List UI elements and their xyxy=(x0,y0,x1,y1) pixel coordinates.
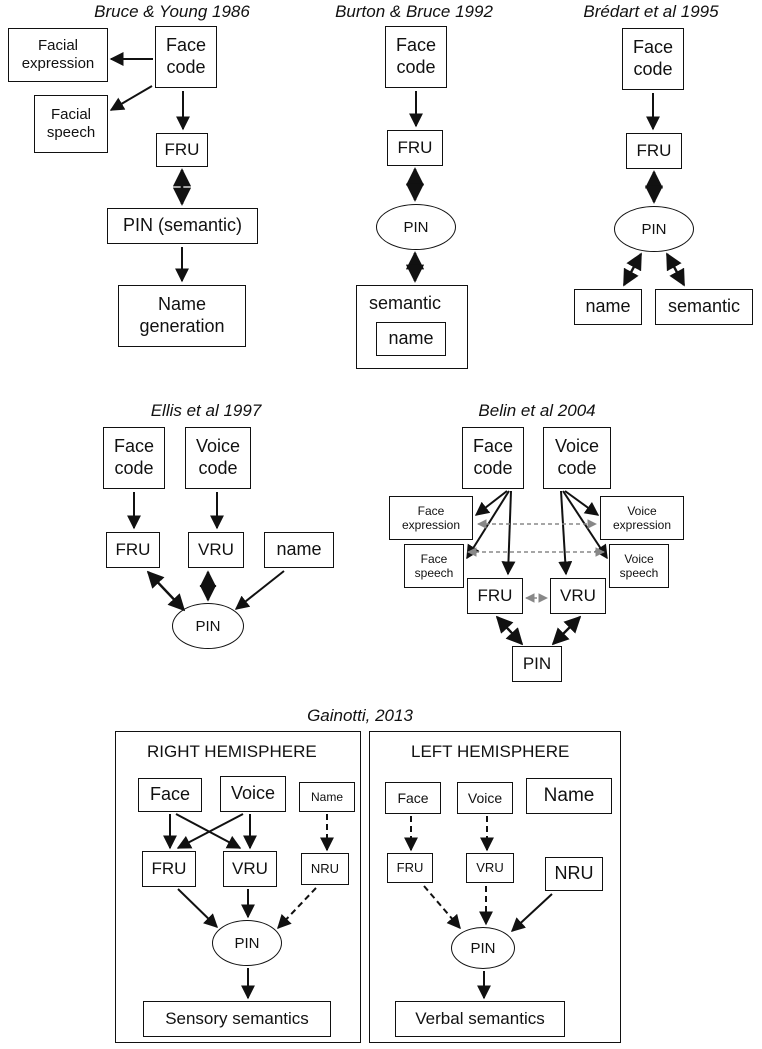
arrow-face-code-to-face-expression xyxy=(474,490,508,516)
arrow-fru-pin-1997 xyxy=(146,570,186,612)
left-vru-box: VRU xyxy=(466,853,514,883)
left-hemisphere-panel xyxy=(369,731,621,1043)
ellis-face-code-box: Face code xyxy=(103,427,165,489)
belin-face-expression-box: Face expression xyxy=(389,496,473,540)
belin-face-speech-box: Face speech xyxy=(404,544,464,588)
ellis-voice-code-box: Voice code xyxy=(185,427,251,489)
arrow-left-fru-to-pin xyxy=(423,885,461,930)
burton-bruce-fru-box: FRU xyxy=(387,130,443,166)
left-hemisphere-heading: LEFT HEMISPHERE xyxy=(411,742,570,761)
arrow-right-voice-to-fru xyxy=(176,813,244,849)
right-face-box: Face xyxy=(138,778,202,812)
right-hemisphere-panel xyxy=(115,731,361,1043)
right-hemisphere-heading: RIGHT HEMISPHERE xyxy=(147,742,317,761)
ellis-vru-box: VRU xyxy=(188,532,244,568)
bredart-semantic-box: semantic xyxy=(655,289,753,325)
right-voice-box: Voice xyxy=(220,776,286,812)
belin-voice-expression-box: Voice expression xyxy=(600,496,684,540)
gainotti-title: Gainotti, 2013 xyxy=(307,706,413,725)
right-pin-ellipse: PIN xyxy=(212,920,282,966)
arrow-name-to-pin-1997 xyxy=(234,570,285,610)
bruce-young-fru-box: FRU xyxy=(156,133,208,167)
arrow-fru-pin-2004 xyxy=(495,615,524,646)
left-fru-box: FRU xyxy=(387,853,433,883)
arrow-right-face-to-vru xyxy=(175,813,242,849)
bredart-title: Brédart et al 1995 xyxy=(583,2,719,21)
ellis-name-box: name xyxy=(264,532,334,568)
bredart-face-code-box: Face code xyxy=(622,28,684,90)
burton-bruce-name-box: name xyxy=(376,322,446,356)
burton-bruce-semantic-label: semantic xyxy=(369,293,442,313)
belin-vru-box: VRU xyxy=(550,578,606,614)
belin-voice-speech-box: Voice speech xyxy=(609,544,669,588)
burton-bruce-pin-ellipse: PIN xyxy=(376,204,456,250)
burton-bruce-face-code-box: Face code xyxy=(385,26,447,88)
arrow-voice-code-to-vru-2004 xyxy=(558,490,573,576)
bredart-pin-ellipse: PIN xyxy=(614,206,694,252)
arrow-face-code-to-facial-speech xyxy=(109,85,153,111)
left-face-box: Face xyxy=(385,782,441,814)
burton-bruce-title: Burton & Bruce 1992 xyxy=(335,2,493,21)
arrow-vru-pin-2004 xyxy=(551,615,582,646)
arrow-face-code-to-fru-2004 xyxy=(501,490,516,576)
left-verbal-semantics-box: Verbal semantics xyxy=(395,1001,565,1037)
bruce-young-pin-box: PIN (semantic) xyxy=(107,208,258,244)
arrow-right-nru-to-pin xyxy=(277,887,317,930)
belin-title: Belin et al 2004 xyxy=(478,401,596,420)
right-sensory-semantics-box: Sensory semantics xyxy=(143,1001,331,1037)
belin-fru-box: FRU xyxy=(467,578,523,614)
right-nru-box: NRU xyxy=(301,853,349,885)
bruce-young-title: Bruce & Young 1986 xyxy=(94,2,250,21)
belin-pin-box: PIN xyxy=(512,646,562,682)
bredart-fru-box: FRU xyxy=(626,133,682,169)
bruce-young-face-code-box: Face code xyxy=(155,26,217,88)
left-name-box: Name xyxy=(526,778,612,814)
arrow-voice-code-to-voice-expression xyxy=(564,490,600,516)
right-name-box: Name xyxy=(299,782,355,812)
right-vru-box: VRU xyxy=(223,851,277,887)
bruce-young-name-generation-box: Name generation xyxy=(118,285,246,347)
belin-face-code-box: Face code xyxy=(462,427,524,489)
bruce-young-facial-expression-box: Facial expression xyxy=(8,28,108,82)
burton-bruce-semantic-panel xyxy=(356,285,468,369)
left-nru-box: NRU xyxy=(545,857,603,891)
arrow-pin-semantic-1995 xyxy=(665,252,686,287)
arrow-right-fru-to-pin xyxy=(177,888,219,928)
left-pin-ellipse: PIN xyxy=(451,927,515,969)
arrow-left-nru-to-pin xyxy=(510,893,553,932)
ellis-fru-box: FRU xyxy=(106,532,160,568)
arrow-pin-name-1995 xyxy=(622,252,643,287)
ellis-title: Ellis et al 1997 xyxy=(150,401,262,420)
left-voice-box: Voice xyxy=(457,782,513,814)
belin-voice-code-box: Voice code xyxy=(543,427,611,489)
bruce-young-facial-speech-box: Facial speech xyxy=(34,95,108,153)
bredart-name-box: name xyxy=(574,289,642,325)
right-fru-box: FRU xyxy=(142,851,196,887)
